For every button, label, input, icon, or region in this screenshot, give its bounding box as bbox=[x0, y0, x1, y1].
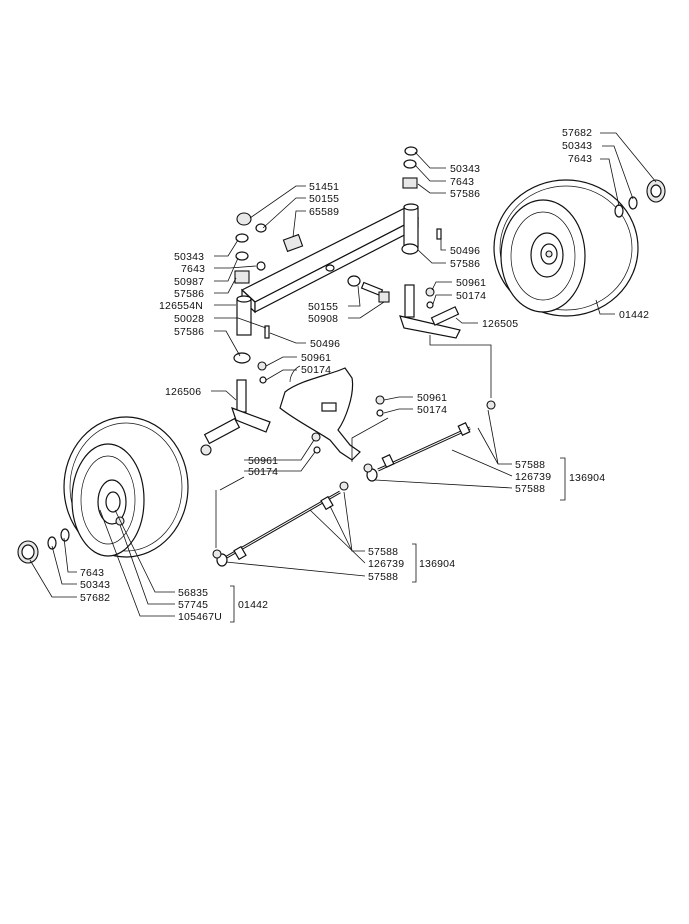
label-l136904: 136904 bbox=[419, 558, 455, 570]
label-l7643: 7643 bbox=[181, 263, 205, 275]
label-ra126739: 126739 bbox=[515, 471, 551, 483]
left-wheel bbox=[63, 416, 189, 558]
label-h50961: 50961 bbox=[248, 455, 278, 467]
left-spindle bbox=[200, 361, 271, 456]
label-rb57588: 57588 bbox=[515, 483, 545, 495]
label-b50155: 50155 bbox=[308, 301, 338, 313]
label-l57586b: 57586 bbox=[174, 326, 204, 338]
label-p50961: 50961 bbox=[301, 352, 331, 364]
label-m57586: 57586 bbox=[450, 258, 480, 270]
label-p126506: 126506 bbox=[165, 386, 201, 398]
steering-arm bbox=[279, 365, 385, 461]
label-lw56835: 56835 bbox=[178, 587, 208, 599]
label-s50961: 50961 bbox=[417, 392, 447, 404]
right-spindle bbox=[399, 284, 461, 339]
label-lw50343: 50343 bbox=[80, 579, 110, 591]
label-l57586: 57586 bbox=[174, 288, 204, 300]
label-lw57682: 57682 bbox=[80, 592, 110, 604]
left-wheel-cap-parts bbox=[17, 528, 70, 564]
label-lw57745: 57745 bbox=[178, 599, 208, 611]
left-tie-rod bbox=[212, 481, 349, 567]
label-t50155: 50155 bbox=[309, 193, 339, 205]
label-t7643: 7643 bbox=[450, 176, 474, 188]
label-la126739: 126739 bbox=[368, 558, 404, 570]
label-h50174: 50174 bbox=[248, 466, 278, 478]
label-l50028: 50028 bbox=[174, 313, 204, 325]
label-la57588: 57588 bbox=[368, 546, 398, 558]
callout-labels: 57682 50343 7643 50343 7643 57586 51451 … bbox=[80, 127, 649, 623]
label-t50343: 50343 bbox=[450, 163, 480, 175]
label-lw01442: 01442 bbox=[238, 599, 268, 611]
right-tie-rod bbox=[363, 400, 496, 482]
label-b50908: 50908 bbox=[308, 313, 338, 325]
label-r7643: 7643 bbox=[568, 153, 592, 165]
label-c126505: 126505 bbox=[482, 318, 518, 330]
label-w01442: 01442 bbox=[619, 309, 649, 321]
right-wheel bbox=[493, 179, 639, 317]
label-l50343: 50343 bbox=[174, 251, 204, 263]
label-r50343: 50343 bbox=[562, 140, 592, 152]
label-p50174: 50174 bbox=[301, 364, 331, 376]
king-pin-bushings bbox=[233, 146, 442, 364]
label-r136904: 136904 bbox=[569, 472, 605, 484]
label-t65589: 65589 bbox=[309, 206, 339, 218]
label-lw7643: 7643 bbox=[80, 567, 104, 579]
label-lb57588: 57588 bbox=[368, 571, 398, 583]
label-r57682: 57682 bbox=[562, 127, 592, 139]
label-ra57588: 57588 bbox=[515, 459, 545, 471]
front-axle-beam bbox=[236, 203, 420, 336]
label-b50496: 50496 bbox=[310, 338, 340, 350]
label-s50174: 50174 bbox=[417, 404, 447, 416]
label-m50496: 50496 bbox=[450, 245, 480, 257]
label-t57586: 57586 bbox=[450, 188, 480, 200]
label-t51451: 51451 bbox=[309, 181, 339, 193]
label-l126554N: 126554N bbox=[159, 300, 203, 312]
label-l50987: 50987 bbox=[174, 276, 204, 288]
leader-lines bbox=[29, 132, 657, 623]
label-lw105467U: 105467U bbox=[178, 611, 222, 623]
pivot-bolt bbox=[347, 275, 390, 303]
label-c50961: 50961 bbox=[456, 277, 486, 289]
label-c50174: 50174 bbox=[456, 290, 486, 302]
right-wheel-cap-parts bbox=[614, 179, 666, 218]
